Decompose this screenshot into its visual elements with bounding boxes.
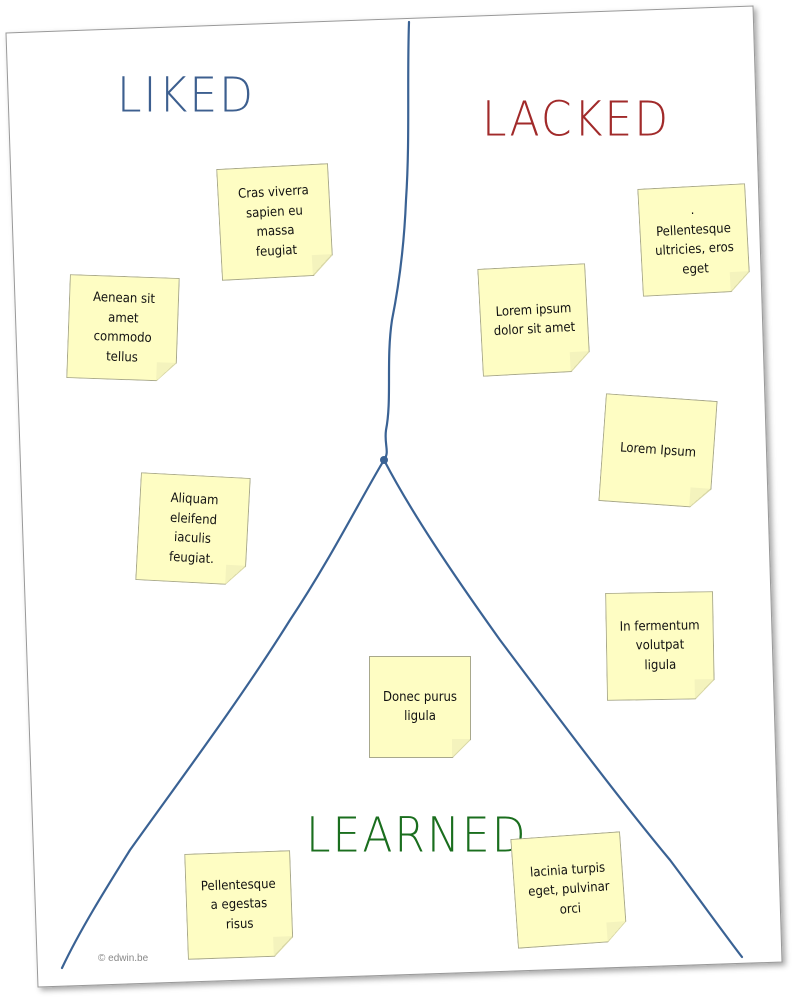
lacked-title: LACKED: [482, 91, 671, 148]
sticky-note[interactable]: Aliquam eleifend iaculis feugiat.: [135, 472, 251, 586]
note-text: . Pellentesque ultricies, eros eget: [654, 202, 735, 278]
note-text: lacinia turpis eget, pulvinar orci: [527, 860, 611, 918]
note-text: Lorem Ipsum: [619, 440, 697, 461]
sticky-note[interactable]: Lorem Ipsum: [598, 393, 717, 509]
divider-vertical: [382, 20, 411, 462]
sticky-note[interactable]: . Pellentesque ultricies, eros eget: [637, 183, 751, 297]
sticky-note[interactable]: Donec purus ligula: [369, 656, 471, 758]
note-text: Cras viverra sapien eu massa feugiat: [237, 183, 310, 260]
note-text: Aenean sit amet commodo tellus: [92, 289, 156, 366]
divider-right-diagonal: [382, 458, 744, 959]
note-text: Aliquam eleifend iaculis feugiat.: [168, 490, 219, 567]
sticky-note[interactable]: Lorem ipsum dolor sit amet: [477, 263, 591, 377]
learned-title: LEARNED: [306, 807, 528, 864]
note-text: Pellentesque a egestas risus: [200, 876, 276, 933]
note-text: In fermentum volutpat ligula: [619, 618, 700, 674]
sticky-note[interactable]: Aenean sit amet commodo tellus: [66, 274, 180, 382]
divider-left-diagonal: [60, 458, 386, 970]
sticky-note[interactable]: Pellentesque a egestas risus: [184, 850, 294, 960]
sticky-note[interactable]: Cras viverra sapien eu massa feugiat: [216, 163, 334, 281]
paper-sheet: [5, 5, 783, 988]
note-text: Donec purus ligula: [382, 689, 458, 725]
liked-title: LIKED: [117, 67, 256, 124]
junction-dot: [380, 456, 388, 464]
sticky-note[interactable]: In fermentum volutpat ligula: [605, 591, 715, 701]
sticky-note[interactable]: lacinia turpis eget, pulvinar orci: [510, 831, 627, 948]
note-text: Lorem ipsum dolor sit amet: [493, 300, 576, 340]
credit-text: © edwin.be: [98, 953, 149, 964]
